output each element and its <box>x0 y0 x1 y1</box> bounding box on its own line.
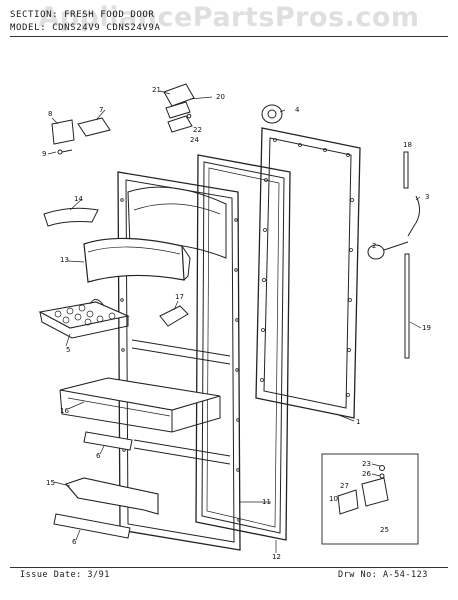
callout-25: 25 <box>380 526 389 534</box>
hinge-cap <box>261 104 283 124</box>
cover-14 <box>43 207 99 227</box>
callout-27: 27 <box>340 482 349 490</box>
section-title: SECTION: FRESH FOOD DOOR <box>10 10 155 20</box>
issue-date: Issue Date: 3/91 <box>20 570 110 580</box>
trim-strip-upper <box>83 431 133 451</box>
lower-hinge-inset <box>321 453 419 545</box>
callout-19: 19 <box>422 324 431 332</box>
header-divider <box>10 36 448 37</box>
callout-22: 22 <box>193 126 202 134</box>
callout-8: 8 <box>48 110 52 118</box>
callout-labels: 1 2 3 4 5 6 6 7 8 9 10 11 12 13 14 15 16… <box>42 86 431 561</box>
door-gasket <box>195 154 291 541</box>
callout-18: 18 <box>403 141 412 149</box>
callout-21: 21 <box>152 86 161 94</box>
trim-strip-lower <box>53 513 131 539</box>
footer-divider <box>10 567 448 568</box>
model-line: MODEL: CDNS24V9 CDNS24V9A <box>10 23 161 33</box>
callout-6b: 6 <box>72 538 77 546</box>
door-shelf-bin <box>59 377 221 433</box>
callout-4: 4 <box>295 106 300 114</box>
hinge-parts <box>163 83 195 133</box>
callout-7: 7 <box>99 106 103 114</box>
bracket-assembly <box>51 117 111 155</box>
dairy-compartment-door <box>83 237 191 283</box>
callout-2: 2 <box>372 242 376 250</box>
door-stop-assembly <box>367 151 420 359</box>
watermark: AppliancePartsPros.com <box>38 2 420 33</box>
leader-lines <box>47 90 422 553</box>
lower-door-bar <box>65 477 159 515</box>
callout-17: 17 <box>175 293 184 301</box>
door-outer-panel <box>255 127 361 419</box>
callout-24: 24 <box>190 136 199 144</box>
callout-1: 1 <box>356 418 360 426</box>
egg-tray <box>38 299 130 339</box>
callout-10: 10 <box>329 495 338 503</box>
callout-23: 23 <box>362 460 371 468</box>
drawing-number: Drw No: A-54-123 <box>338 570 428 580</box>
callout-26: 26 <box>362 470 371 478</box>
callout-14: 14 <box>74 195 83 203</box>
callout-15: 15 <box>46 479 55 487</box>
callout-12: 12 <box>272 553 281 561</box>
callout-5: 5 <box>66 346 70 354</box>
callout-3: 3 <box>425 193 429 201</box>
part-17 <box>159 305 189 327</box>
callout-6a: 6 <box>96 452 101 460</box>
callout-16: 16 <box>60 407 69 415</box>
callout-13: 13 <box>60 256 69 264</box>
callout-9: 9 <box>42 150 46 158</box>
callout-20: 20 <box>216 93 225 101</box>
